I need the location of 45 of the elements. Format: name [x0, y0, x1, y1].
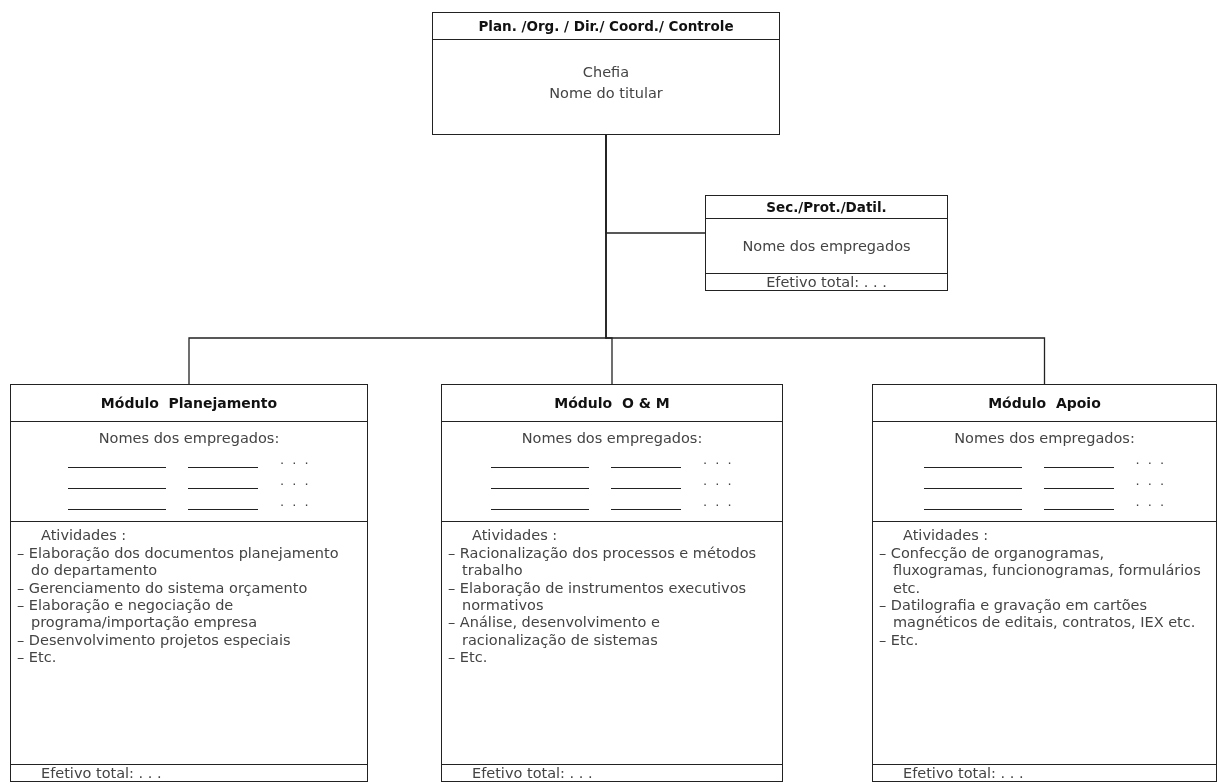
ellipsis-dots: . . .: [1135, 453, 1168, 468]
box-text: Nomes dos empregados:: [98, 429, 280, 448]
section-heading: Atividades :: [472, 526, 559, 545]
box-footer: Efetivo total: . . .: [442, 765, 782, 781]
activity-item: – Desenvolvimento projetos especiais: [17, 631, 292, 650]
activity-item: – Elaboração dos documentos planejamento do departamento: [17, 544, 340, 580]
ellipsis-dots: . . .: [280, 453, 312, 468]
module-box: [10, 384, 368, 782]
ellipsis-dots: . . .: [703, 474, 735, 489]
activity-item: – Etc.: [879, 631, 920, 650]
box-title: Módulo Planejamento: [11, 385, 367, 422]
ellipsis-dots: . . .: [280, 474, 312, 489]
activity-item: – Elaboração de instrumentos executivos normativos: [448, 579, 748, 615]
section-heading: Atividades :: [903, 526, 990, 545]
ellipsis-dots: . . .: [280, 495, 312, 510]
box-footer: Efetivo total: . . .: [706, 274, 947, 290]
box-footer: Efetivo total: . . .: [11, 765, 367, 781]
activity-item: – Elaboração e negociação de programa/importação empresa: [17, 597, 259, 632]
box-title: Sec./Prot./Datil.: [706, 196, 947, 219]
activity-item: – Datilografia e gravação em cartões magnéticos de editais, contratos, IEX etc.: [879, 597, 1197, 632]
activity-item: – Etc.: [17, 649, 58, 667]
connector-line: [605, 134, 1046, 385]
org-box: [705, 195, 948, 291]
section-heading: Atividades :: [41, 526, 128, 545]
activity-item: – Análise, desenvolvimento e racionalização de sistemas: [448, 614, 661, 650]
module-box: [441, 384, 783, 782]
ellipsis-dots: . . .: [703, 453, 735, 468]
ellipsis-dots: . . .: [1135, 474, 1168, 489]
activity-item: – Etc.: [448, 649, 489, 667]
ellipsis-dots: . . .: [703, 495, 735, 510]
box-text: Nome dos empregados: [742, 237, 911, 255]
box-text: Chefia: [581, 63, 631, 82]
box-title: Módulo Apoio: [873, 385, 1216, 422]
box-text: Nomes dos empregados:: [521, 429, 703, 448]
ellipsis-dots: . . .: [1135, 495, 1168, 510]
box-text: Nomes dos empregados:: [954, 429, 1135, 448]
box-footer: Efetivo total: . . .: [873, 765, 1216, 781]
org-box: [432, 12, 780, 135]
box-text: Nome do titular: [548, 84, 664, 103]
module-box: [872, 384, 1217, 782]
box-title: Plan. /Org. / Dir./ Coord./ Controle: [433, 13, 779, 40]
activity-item: – Confecção de organogramas, fluxogramas, funcionogramas, formulários etc.: [879, 544, 1202, 597]
activity-item: – Racionalização dos processos e métodos trabalho: [448, 544, 758, 580]
activity-item: – Gerenciamento do sistema orçamento: [17, 579, 309, 597]
box-title: Módulo O & M: [442, 385, 782, 422]
